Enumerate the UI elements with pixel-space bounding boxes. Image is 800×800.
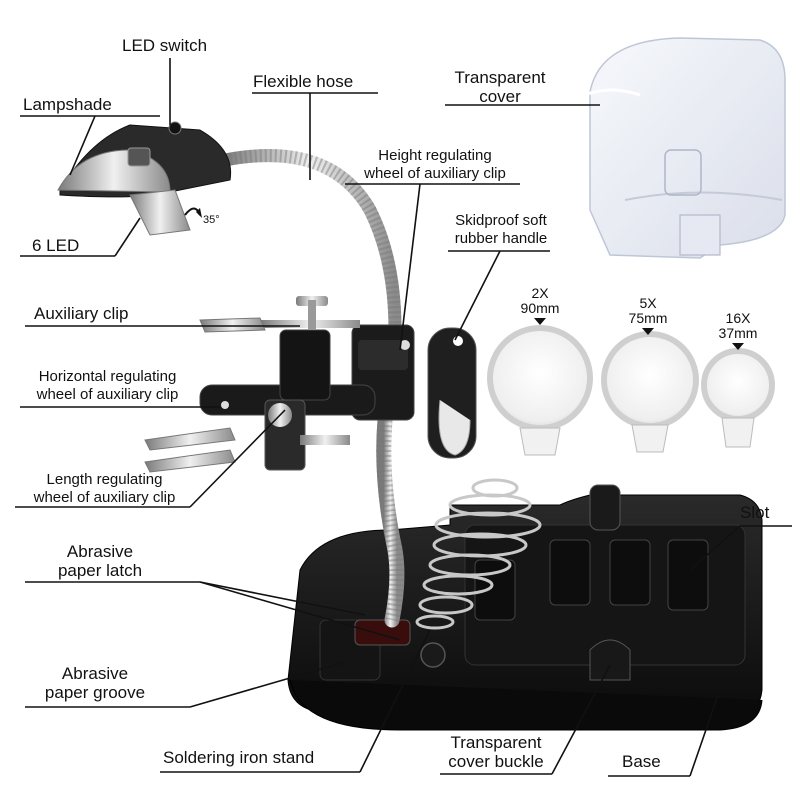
- label-abrasive-groove-line1: Abrasive: [61, 664, 129, 683]
- auxiliary-clips: [144, 296, 376, 473]
- down-arrow-icon: [642, 328, 654, 335]
- flexible-hose-illustration: [218, 149, 415, 628]
- label-auxiliary-clip: Auxiliary clip: [34, 304, 129, 323]
- label-cover-buckle-line2: cover buckle: [448, 752, 544, 771]
- label-rotation-angle: 35°: [203, 214, 220, 226]
- label-abrasive-latch-line2: paper latch: [57, 561, 143, 580]
- label-abrasive-groove-line2: paper groove: [44, 683, 146, 702]
- label-cover-buckle-line1: Transparent: [450, 733, 542, 752]
- transparent-cover: [584, 37, 786, 259]
- label-horizontal-wheel-line2: wheel of auxiliary clip: [36, 386, 179, 403]
- label-skidproof-line1: Skidproof soft: [455, 212, 547, 229]
- magnifier-power: 2X: [531, 285, 549, 301]
- label-flexible-hose: Flexible hose: [253, 72, 354, 91]
- label-height-wheel-line1: Height regulating: [378, 147, 492, 164]
- label-transparent-cover: Transparent cover: [445, 68, 555, 106]
- magnifier-size: 90mm: [520, 300, 560, 316]
- base-illustration: [287, 484, 763, 731]
- label-transparent-cover-line1: Transparent: [454, 68, 546, 87]
- label-abrasive-latch: Abrasive paper latch: [40, 542, 160, 580]
- label-skidproof-line2: rubber handle: [454, 230, 548, 247]
- label-base: Base: [622, 752, 661, 771]
- rubber-handle: [427, 327, 477, 459]
- magnifier-power: 16X: [725, 310, 751, 326]
- magnifier-power: 5X: [639, 295, 657, 311]
- label-slot: Slot: [740, 503, 770, 522]
- label-height-wheel-line2: wheel of auxiliary clip: [364, 165, 506, 182]
- label-led-switch: LED switch: [122, 36, 208, 55]
- magnifier-size: 37mm: [718, 325, 758, 341]
- label-abrasive-latch-line1: Abrasive: [66, 542, 134, 561]
- label-lampshade: Lampshade: [23, 95, 112, 114]
- magnifier-size: 75mm: [628, 310, 668, 326]
- label-cover-buckle: Transparent cover buckle: [436, 733, 556, 771]
- label-abrasive-groove: Abrasive paper groove: [25, 664, 165, 702]
- label-length-wheel-line1: Length regulating: [46, 471, 163, 488]
- label-6-led: 6 LED: [32, 236, 80, 255]
- label-transparent-cover-line2: cover: [479, 87, 521, 106]
- label-horizontal-wheel-line1: Horizontal regulating: [38, 368, 177, 385]
- label-soldering-stand: Soldering iron stand: [163, 748, 315, 767]
- magnifier-lenses: [487, 325, 775, 456]
- magnifier-label-16x: 16X 37mm: [708, 311, 768, 350]
- leader-lines: [15, 58, 792, 777]
- label-length-wheel: Length regulating wheel of auxiliary cli…: [17, 471, 192, 507]
- magnifier-label-2x: 2X 90mm: [510, 286, 570, 325]
- down-arrow-icon: [732, 343, 744, 350]
- label-skidproof-handle: Skidproof soft rubber handle: [440, 212, 562, 248]
- magnifier-label-5x: 5X 75mm: [618, 296, 678, 335]
- down-arrow-icon: [534, 318, 546, 325]
- label-length-wheel-line2: wheel of auxiliary clip: [33, 489, 176, 506]
- label-height-wheel: Height regulating wheel of auxiliary cli…: [345, 147, 525, 183]
- soldering-spring: [415, 478, 542, 668]
- lamp-head: [57, 121, 232, 236]
- label-horizontal-wheel: Horizontal regulating wheel of auxiliary…: [20, 368, 195, 404]
